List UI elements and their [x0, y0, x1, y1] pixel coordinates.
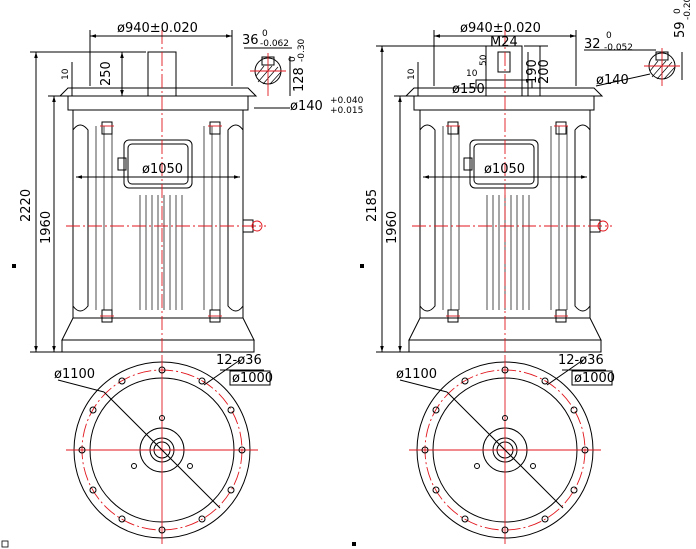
svg-text:-0.20: -0.20 [683, 0, 693, 20]
svg-text:128: 128 [292, 67, 307, 92]
svg-text:59: 59 [673, 21, 688, 38]
right-key-detail: 32 0 -0.052 59 0 -0.20 ø140 [584, 0, 693, 88]
left-key-width: 36 [242, 33, 259, 48]
svg-text:+0.040: +0.040 [330, 96, 364, 106]
left-h-shaft: 250 [99, 61, 114, 86]
right-thread: M24 [490, 35, 518, 50]
right-bolt-circle: ø1000 [574, 371, 615, 386]
svg-text:0: 0 [288, 56, 298, 62]
marker-dot [12, 264, 16, 268]
right-motor-elevation: ø1050 [404, 30, 612, 356]
right-holes: 12-ø36 [558, 353, 604, 368]
right-body-dia: ø1050 [484, 162, 525, 177]
left-shaft-dia: ø140 [290, 99, 323, 114]
svg-text:50: 50 [479, 54, 489, 66]
left-top-dia: ø940±0.020 [117, 21, 198, 36]
left-motor-elevation: ø1050 [58, 30, 266, 356]
left-plan-view: ø1100 12-ø36 ø1000 [54, 353, 273, 544]
svg-text:10: 10 [407, 68, 417, 80]
marker-dot [360, 264, 364, 268]
left-pcd: ø1100 [54, 367, 95, 382]
svg-text:+0.015: +0.015 [330, 106, 363, 116]
right-shaft-dia: ø140 [596, 73, 629, 88]
svg-text:-0.052: -0.052 [604, 43, 633, 53]
marker-dot [352, 542, 356, 546]
svg-text:200: 200 [537, 59, 552, 84]
left-holes: 12-ø36 [216, 353, 262, 368]
svg-text:0: 0 [606, 31, 612, 41]
right-pcd: ø1100 [396, 367, 437, 382]
right-hub-dia: ø150 [452, 82, 485, 97]
left-body-dia: ø1050 [142, 162, 183, 177]
svg-text:10: 10 [466, 69, 478, 79]
right-h-total: 2185 [365, 189, 380, 222]
left-bolt-circle: ø1000 [232, 371, 273, 386]
svg-text:-0.062: -0.062 [260, 39, 289, 49]
right-top-dia: ø940±0.020 [460, 21, 541, 36]
right-top-dims: ø940±0.020 M24 50 10 190 200 ø150 10 218… [365, 21, 577, 353]
left-h-body: 1960 [39, 211, 54, 244]
right-plan-view: ø1100 12-ø36 ø1000 [396, 353, 615, 544]
left-h-total: 2220 [19, 189, 34, 222]
svg-text:190: 190 [525, 59, 540, 84]
left-h-flange: 10 [61, 68, 71, 80]
left-key-detail: 36 0 -0.062 128 0 -0.30 ø140 +0.040 +0.0… [242, 29, 364, 116]
svg-text:0: 0 [262, 29, 268, 39]
svg-text:-0.30: -0.30 [297, 38, 307, 62]
corner-mark [1, 540, 9, 548]
right-h-body: 1960 [385, 211, 400, 244]
left-top-dims: ø940±0.020 250 10 2220 1960 [19, 21, 233, 353]
svg-text:0: 0 [673, 8, 683, 14]
right-key-width: 32 [584, 37, 601, 52]
